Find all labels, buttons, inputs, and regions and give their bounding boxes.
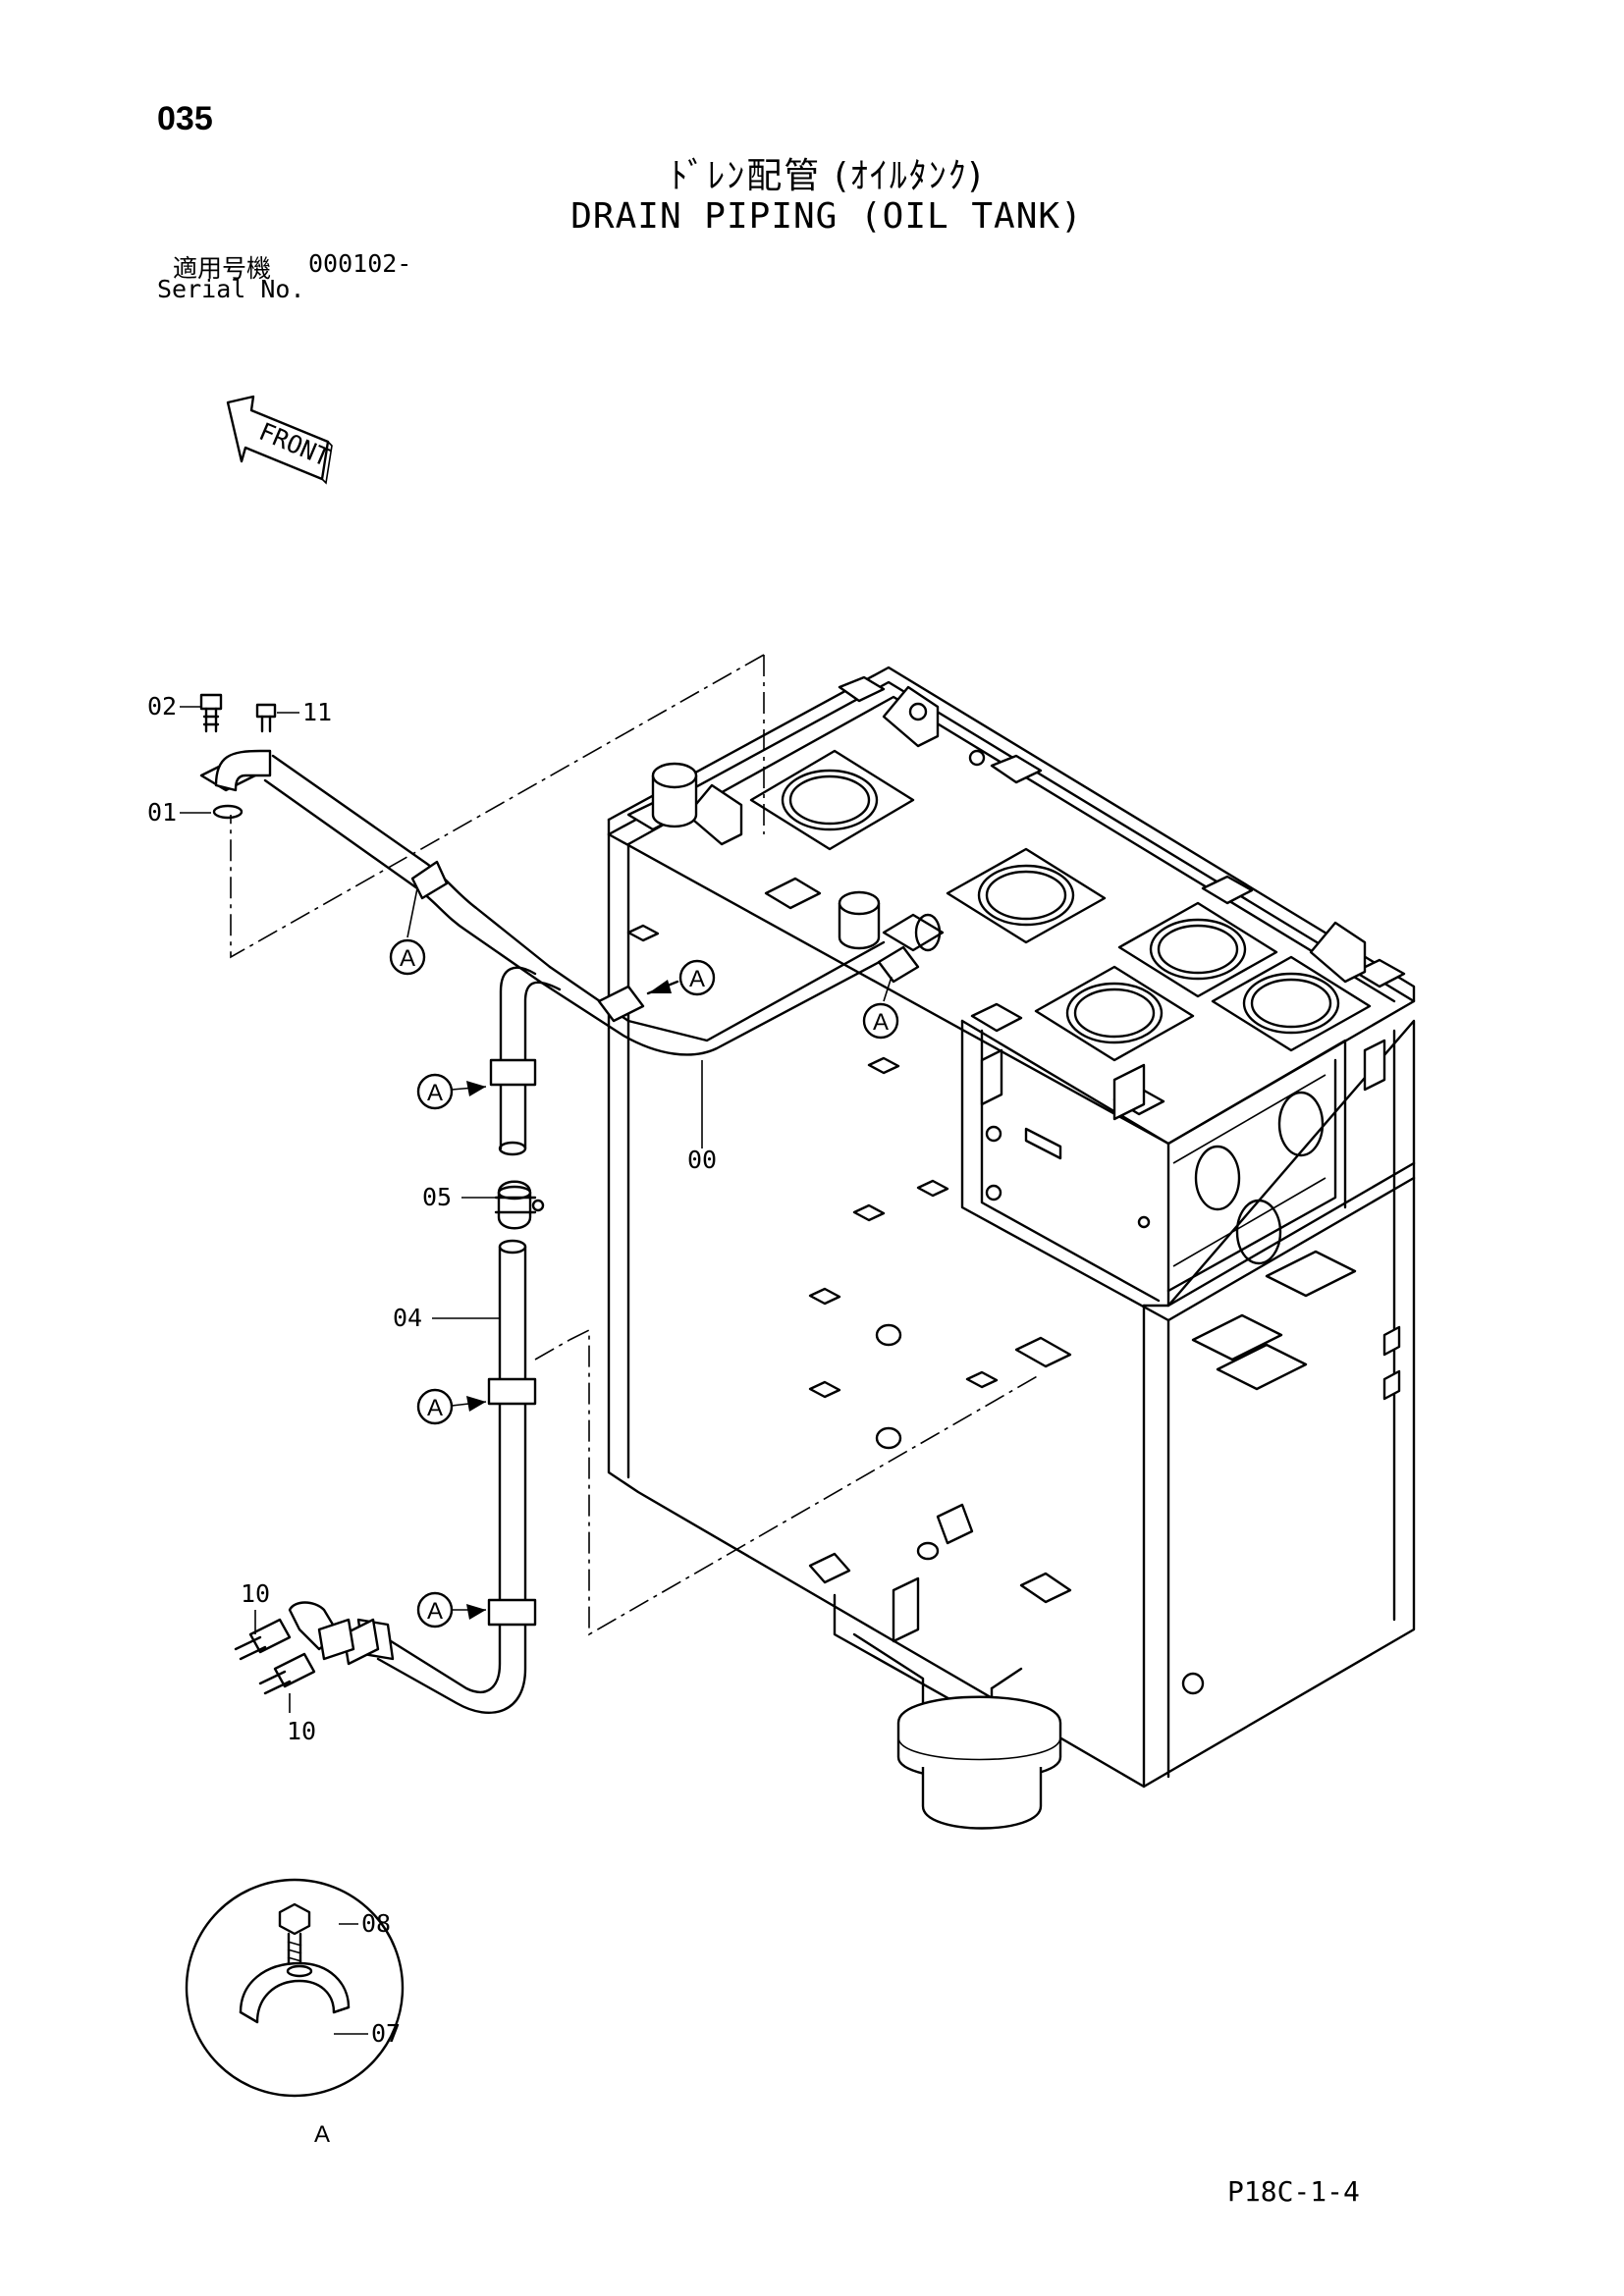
label-04: 04	[393, 1304, 422, 1332]
label-08: 08	[361, 1909, 391, 1938]
svg-text:A: A	[400, 945, 415, 972]
label-02: 02	[147, 692, 177, 721]
label-05: 05	[422, 1183, 452, 1211]
callout-a-4: A	[416, 1073, 487, 1110]
callout-a-2: A	[646, 959, 716, 996]
label-10-bottom: 10	[287, 1717, 316, 1745]
drain-pipe-assembly	[199, 693, 945, 1715]
label-00: 00	[687, 1146, 717, 1174]
oil-tank	[607, 666, 1416, 1830]
label-11: 11	[302, 698, 332, 726]
callout-a-6: A	[416, 1591, 486, 1629]
label-01: 01	[147, 798, 177, 827]
label-10-top: 10	[241, 1579, 270, 1608]
page-code: P18C-1-4	[1227, 2175, 1360, 2208]
svg-text:A: A	[427, 1395, 443, 1421]
callout-a-3: A	[862, 976, 899, 1040]
serial-label-japanese: 適用号機	[173, 254, 272, 283]
serial-value: 000102-	[308, 249, 412, 278]
serial-label-english: Serial No.	[157, 275, 305, 303]
title-japanese: ﾄﾞﾚﾝ配管 (ｵｲﾙﾀﾝｸ)	[670, 156, 984, 196]
svg-text:A: A	[873, 1009, 889, 1036]
callout-a-1: A	[389, 887, 426, 976]
label-07: 07	[371, 2019, 401, 2048]
svg-text:A: A	[689, 966, 705, 992]
callout-a-5: A	[416, 1388, 487, 1425]
page-number: 035	[157, 100, 213, 137]
svg-text:A: A	[314, 2121, 330, 2148]
front-label: FRONT	[255, 417, 335, 472]
svg-text:A: A	[427, 1080, 443, 1106]
svg-text:A: A	[427, 1598, 443, 1625]
detail-a: A	[185, 1878, 405, 2148]
title-english: DRAIN PIPING (OIL TANK)	[570, 196, 1083, 237]
front-arrow-icon: FRONT	[226, 395, 335, 485]
